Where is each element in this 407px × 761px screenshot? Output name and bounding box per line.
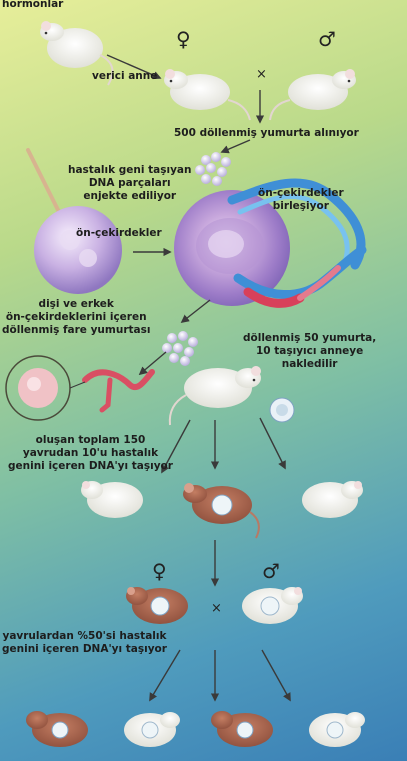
egg-cluster-lower [162, 331, 198, 366]
male-mouse-top [270, 69, 356, 120]
female-symbol-bottom: ♀ [152, 559, 167, 583]
surrogate-mother-mouse [170, 366, 294, 425]
offspring-white-right [302, 481, 363, 518]
transgenic-parent [126, 587, 188, 624]
grandchild-transgenic-1 [26, 711, 88, 747]
label-hastalik-geni: hastalık geni taşıyan DNA parçaları enje… [68, 164, 191, 203]
label-on-cekirdekler: ön-çekirdekler [76, 227, 162, 240]
offspring-transgenic-center [183, 483, 259, 538]
male-symbol-top: ♂ [318, 27, 336, 51]
male-symbol-bottom: ♂ [262, 559, 280, 583]
label-yavru-150: oluşan toplam 150 yavrudan 10'u hastalık… [8, 434, 173, 473]
offspring-white-left [81, 481, 143, 518]
egg-cluster-upper [195, 152, 231, 186]
cross-symbol-top: × [256, 67, 267, 82]
label-hormonlar: hormonlar [2, 0, 63, 11]
white-parent [242, 587, 303, 624]
label-nakledilir: döllenmiş 50 yumurta, 10 taşıyıcı anneye… [243, 332, 376, 371]
cross-symbol-bottom: × [211, 601, 222, 616]
label-on-cekirdek-birlesir: ön-çekirdekler birleşiyor [258, 187, 344, 213]
label-verici-anne: verici anne [92, 70, 157, 83]
oviduct [6, 356, 152, 420]
grandchild-transgenic-2 [211, 711, 273, 747]
label-disi-erkek: dişi ve erkek ön-çekirdeklerini içeren d… [2, 298, 150, 337]
female-symbol-top: ♀ [176, 27, 191, 51]
label-yavru-yuzde: yavrulardan %50'si hastalık genini içere… [2, 630, 167, 656]
label-yumurta-alinir: 500 döllenmiş yumurta alınıyor [174, 127, 359, 140]
donor-mother-mouse [164, 69, 250, 120]
grandchild-white-2 [309, 712, 365, 747]
grandchild-white-1 [124, 712, 180, 747]
